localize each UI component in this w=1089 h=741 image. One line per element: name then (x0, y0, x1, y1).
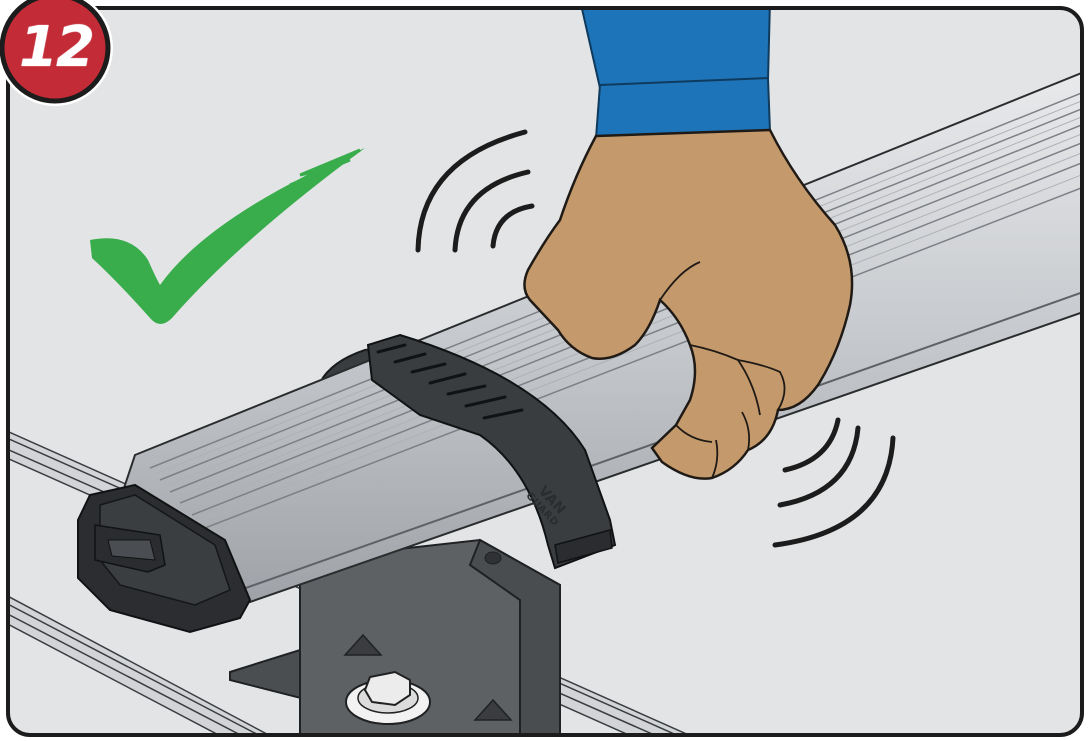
sleeve (580, 0, 770, 138)
step-number: 12 (2, 8, 110, 88)
